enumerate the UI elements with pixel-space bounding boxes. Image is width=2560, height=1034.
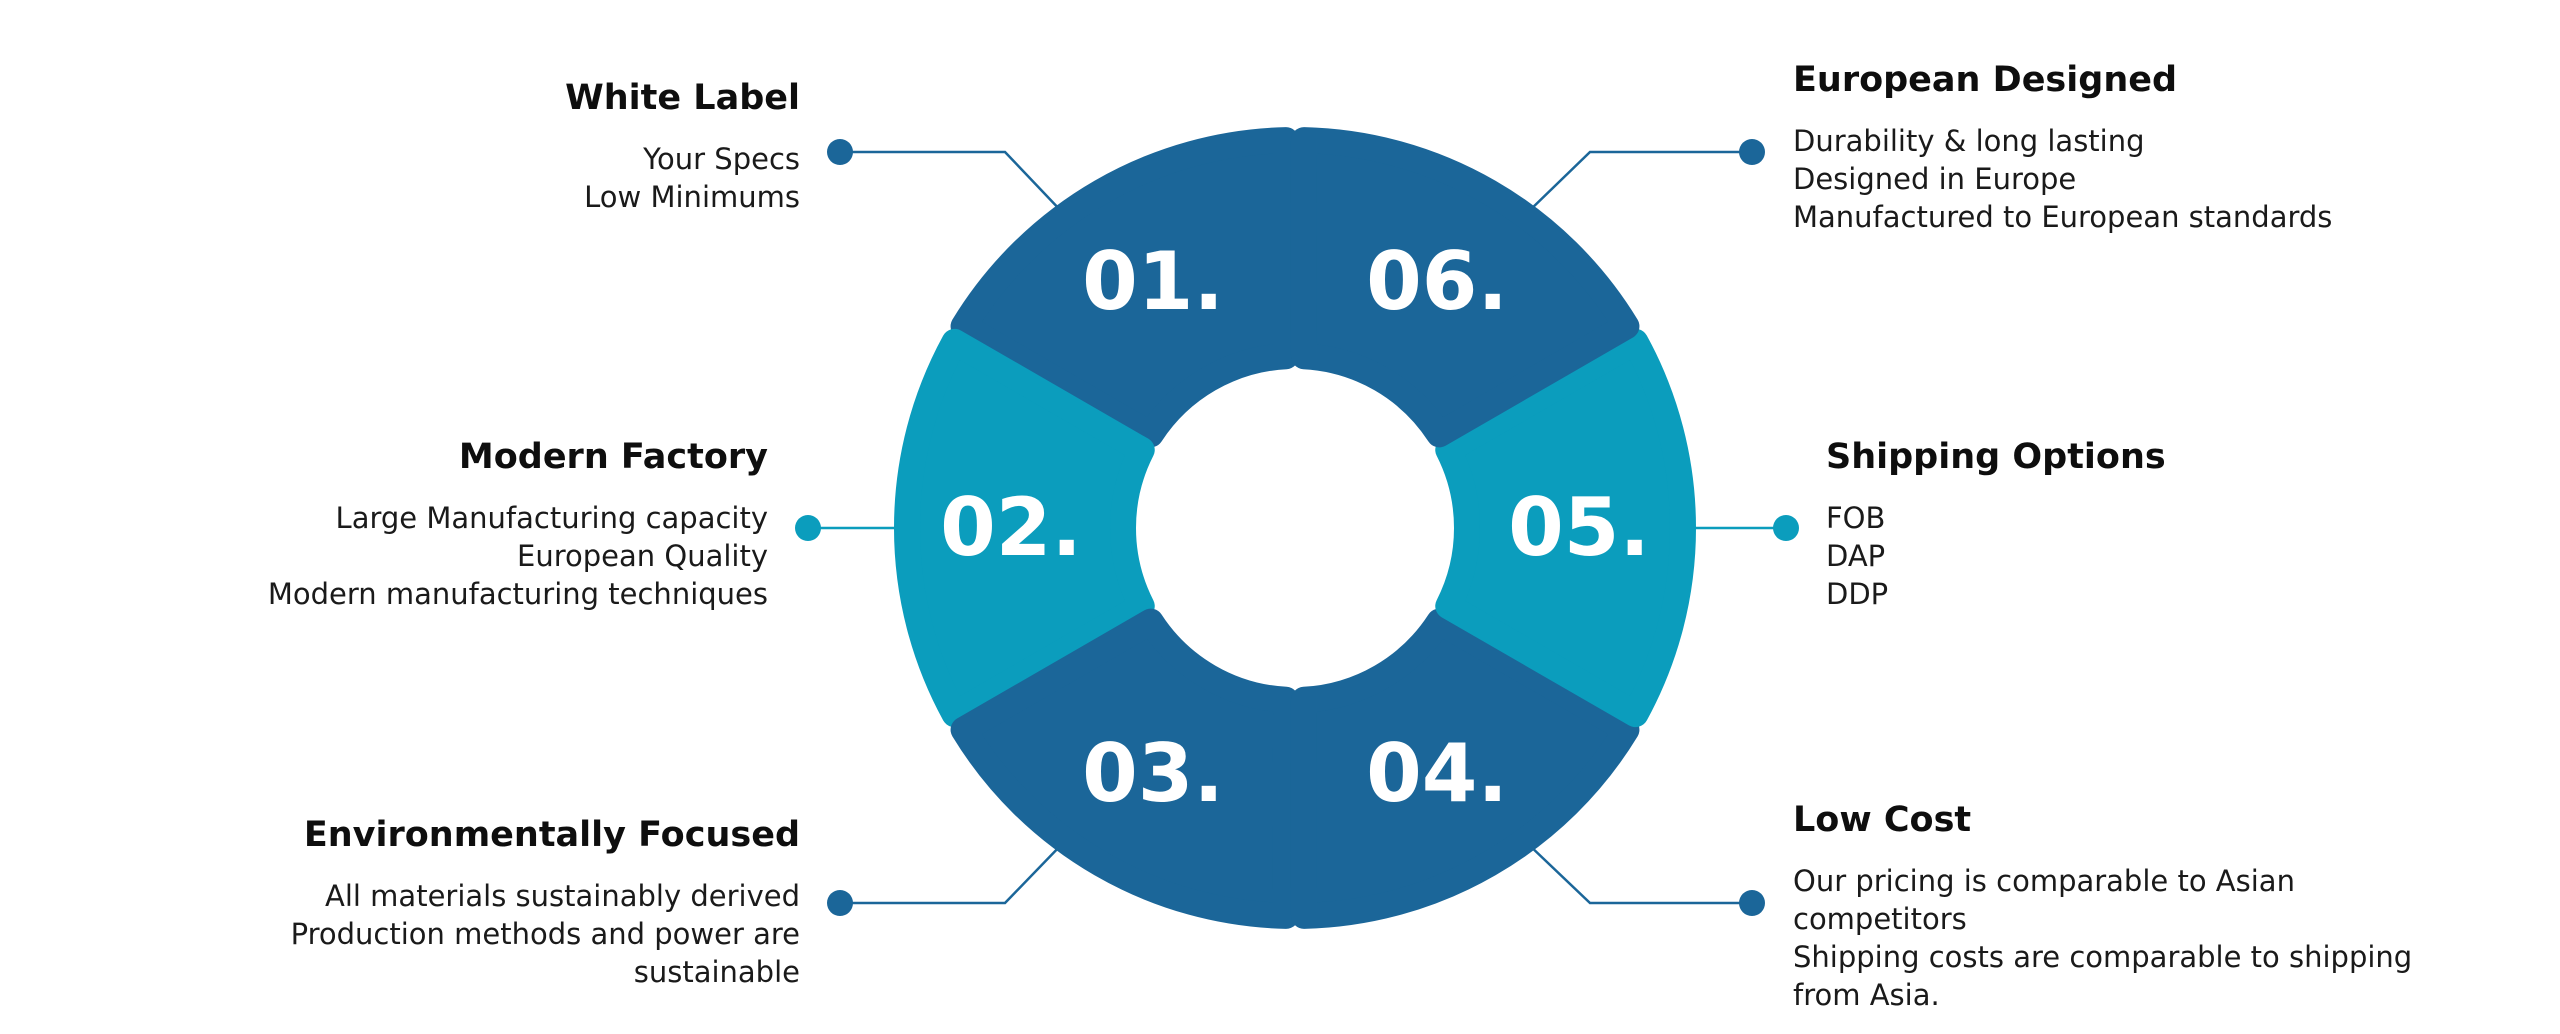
segment-06	[1291, 127, 1640, 448]
item-title: Modern Factory	[458, 437, 768, 477]
item-line: Modern manufacturing techniques	[267, 577, 768, 611]
item-line: DAP	[1826, 539, 1886, 573]
connector-line	[840, 842, 1064, 905]
item-european-designed: European Designed Durability & long last…	[1793, 60, 2493, 236]
item-line: Designed in Europe	[1793, 162, 2077, 196]
segment-04	[1291, 608, 1640, 929]
item-line: from Asia.	[1793, 978, 1940, 1012]
item-line: DDP	[1826, 577, 1889, 611]
segment-02	[894, 328, 1155, 728]
segment-03	[950, 608, 1299, 929]
item-title: Shipping Options	[1826, 437, 2166, 477]
item-line: All materials sustainably derived	[325, 879, 800, 913]
connector-dot	[795, 515, 821, 541]
item-modern-factory: Modern Factory Large Manufacturing capac…	[168, 437, 768, 613]
segment-number: 02.	[940, 481, 1082, 574]
item-line: Manufactured to European standards	[1793, 200, 2333, 234]
connector-line	[840, 150, 1064, 214]
segment-01	[950, 127, 1299, 448]
segments: 01. 02. 03. 04. 05. 06.	[894, 127, 1696, 929]
segment-number: 05.	[1508, 481, 1650, 574]
segment-number: 03.	[1082, 727, 1224, 820]
connectors	[795, 139, 1799, 916]
segment-number: 06.	[1366, 235, 1508, 328]
item-line: Our pricing is comparable to Asian	[1793, 864, 2295, 898]
connector-line	[1526, 150, 1752, 214]
item-line: Shipping costs are comparable to shippin…	[1793, 940, 2413, 974]
segment-05	[1435, 328, 1696, 728]
item-title: European Designed	[1793, 60, 2178, 100]
item-line: Durability & long lasting	[1793, 124, 2145, 158]
item-line: Your Specs	[643, 142, 800, 176]
item-line: Large Manufacturing capacity	[335, 501, 768, 535]
connector-dot	[827, 139, 853, 165]
item-line: competitors	[1793, 902, 1967, 936]
connector-dot	[827, 890, 853, 916]
connector-dot	[1773, 515, 1799, 541]
item-environmentally-focused: Environmentally Focused All materials su…	[200, 815, 800, 991]
connector-dot	[1739, 890, 1765, 916]
segment-number: 04.	[1366, 727, 1508, 820]
item-line: sustainable	[633, 955, 800, 989]
item-shipping-options: Shipping Options FOB DAP DDP	[1826, 437, 2426, 613]
connector-dot	[1739, 139, 1765, 165]
item-line: Low Minimums	[584, 180, 800, 214]
item-line: Production methods and power are	[290, 917, 800, 951]
item-low-cost: Low Cost Our pricing is comparable to As…	[1793, 800, 2533, 1014]
connector-line	[1526, 842, 1752, 905]
item-title: White Label	[565, 78, 800, 118]
item-line: European Quality	[517, 539, 768, 573]
item-title: Low Cost	[1793, 800, 1972, 840]
segment-number: 01.	[1082, 235, 1224, 328]
item-line: FOB	[1826, 501, 1886, 535]
item-white-label: White Label Your Specs Low Minimums	[200, 78, 800, 216]
item-title: Environmentally Focused	[303, 815, 800, 855]
